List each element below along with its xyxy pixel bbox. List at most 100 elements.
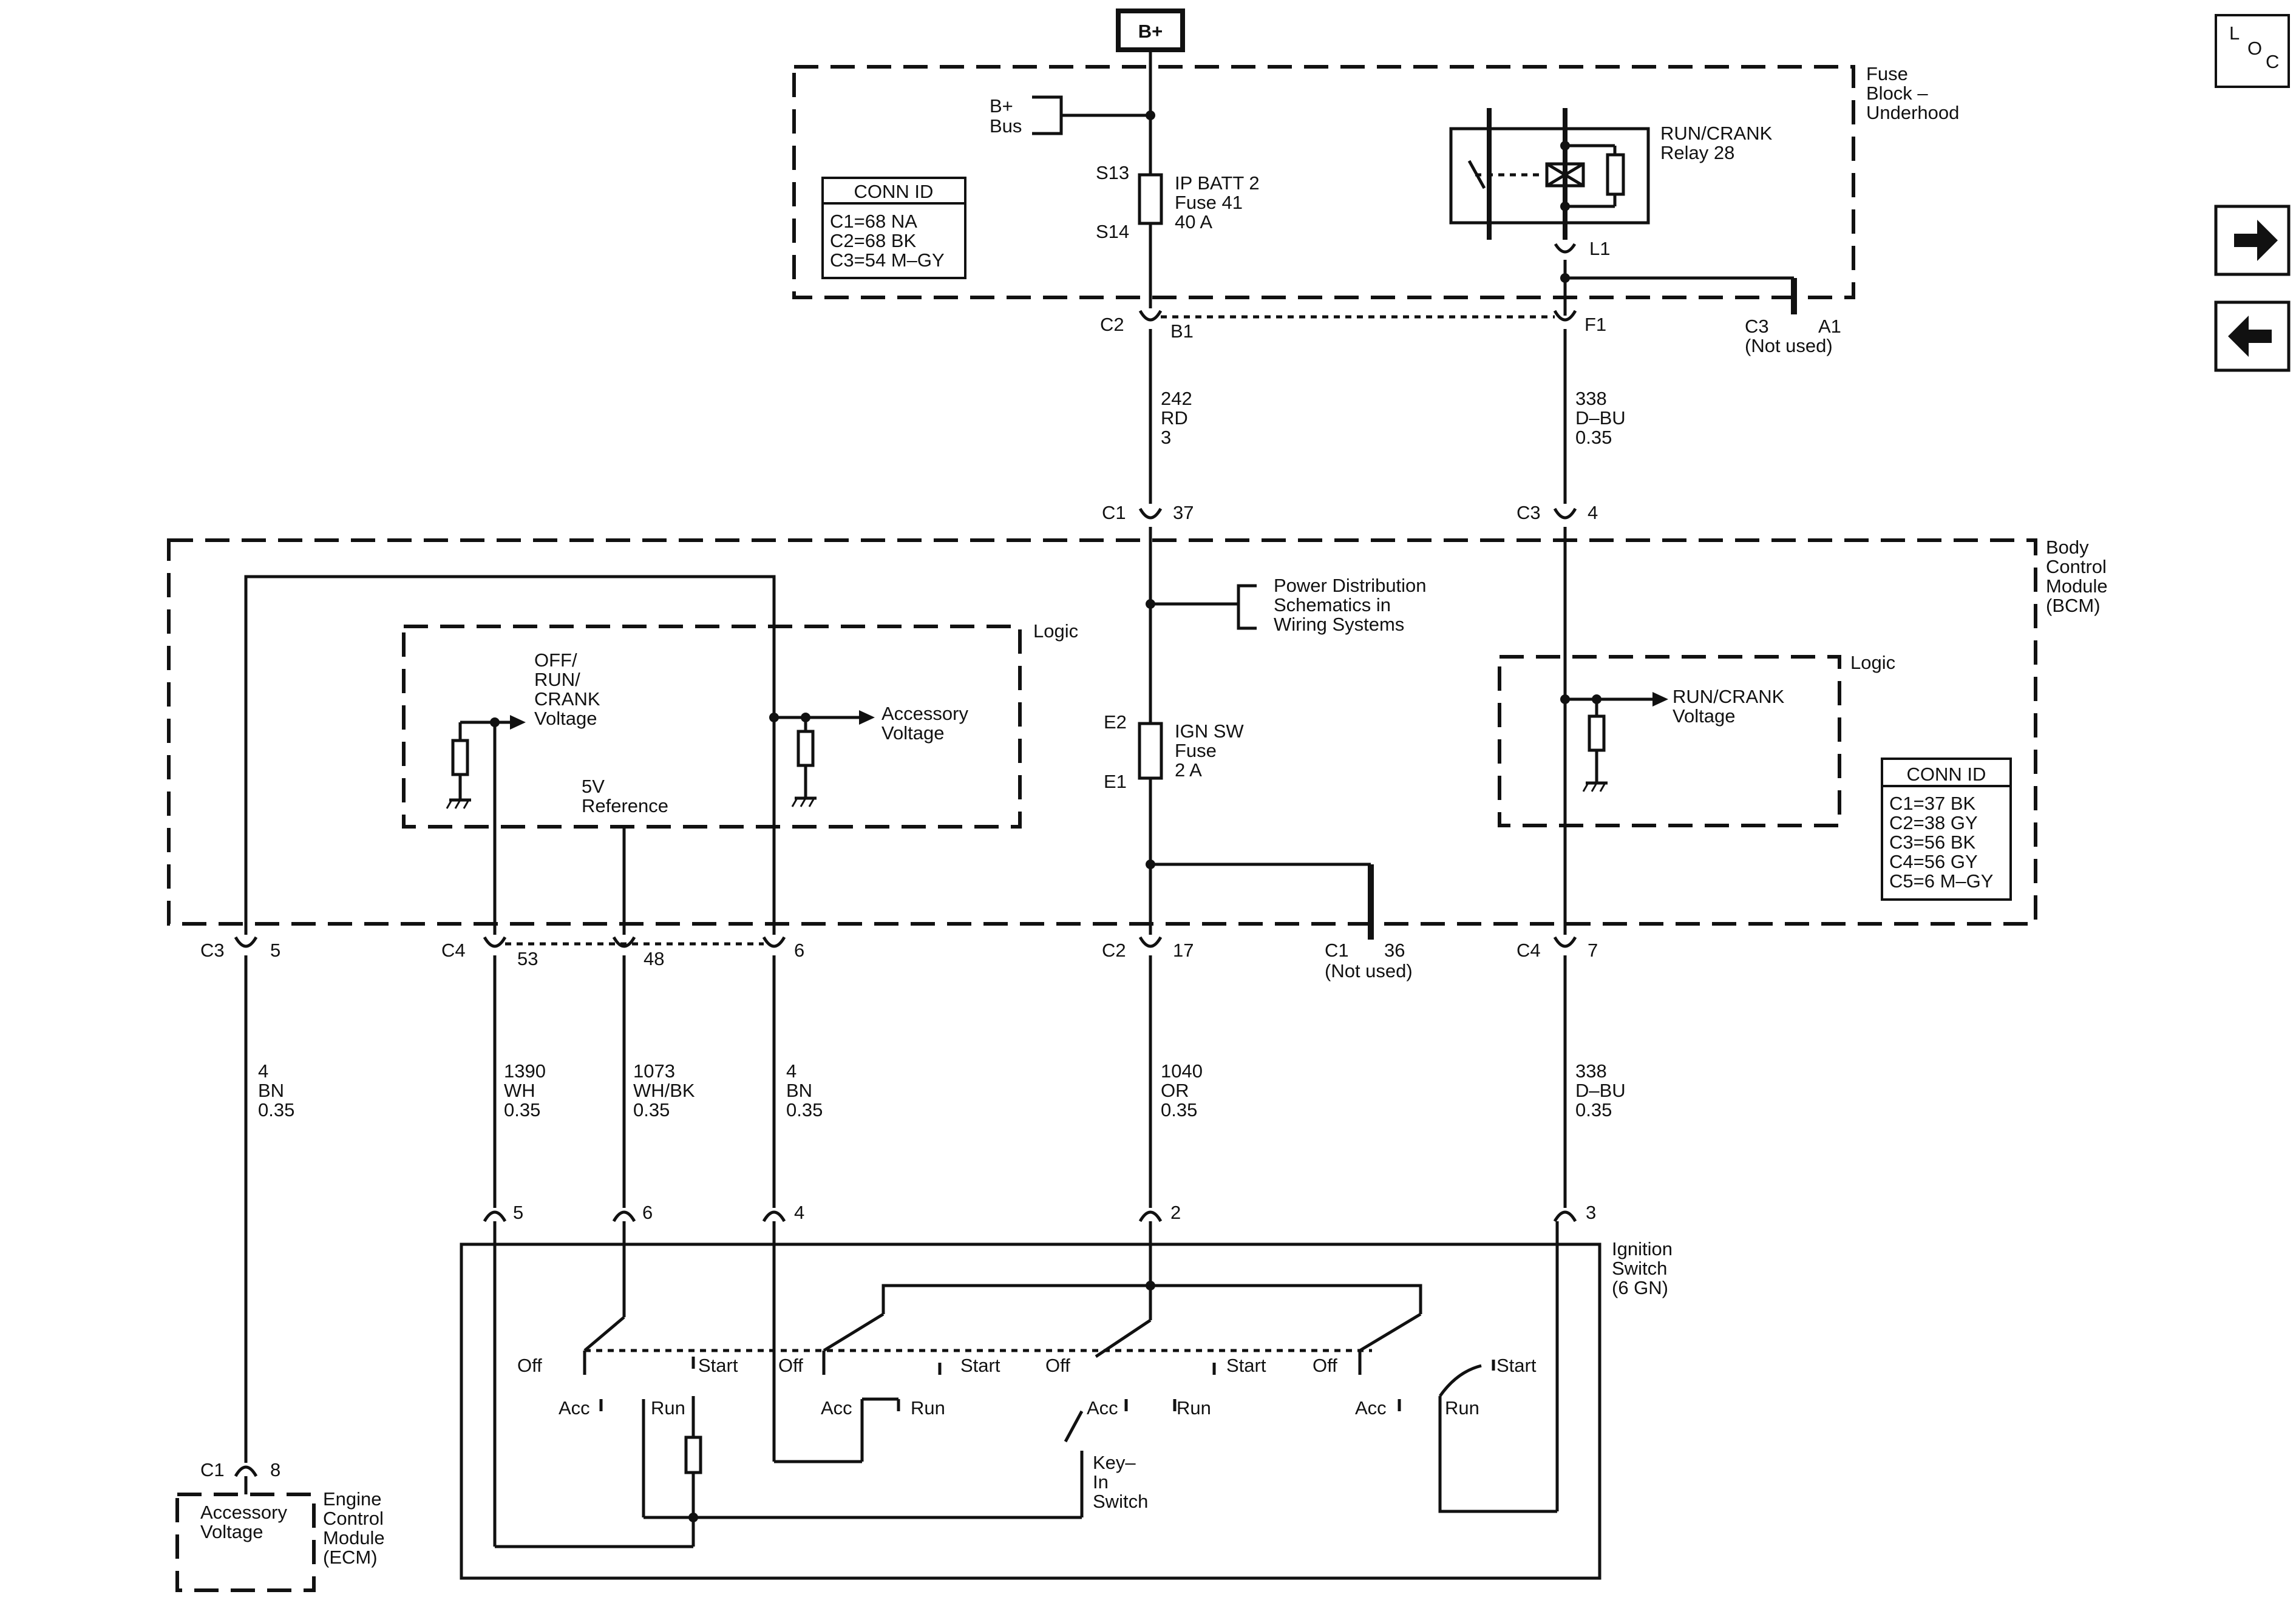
conn-id-line: C5=6 M–GY [1889, 870, 1993, 892]
position-off: Off [517, 1355, 542, 1376]
ignition-title: (6 GN) [1612, 1277, 1668, 1298]
position-acc: Acc [821, 1397, 852, 1419]
position-run: Run [911, 1397, 945, 1419]
conn-id-line: C2=68 BK [830, 230, 917, 251]
connector-label: C1 [1325, 940, 1349, 961]
conn-id-line: C3=54 M–GY [830, 249, 945, 271]
pin-label: F1 [1584, 314, 1606, 335]
connector-label: C2 [1102, 940, 1126, 961]
bcm-conn-id: CONN ID C1=37 BK C2=38 GY C3=56 BK C4=56… [1881, 758, 2012, 901]
wire-color: D–BU [1575, 407, 1626, 429]
ecm-title: Control [323, 1508, 384, 1529]
fuse-label: Fuse [1175, 740, 1217, 761]
relay-label: RUN/CRANK [1660, 123, 1773, 144]
ecm-box-text: Accessory [200, 1502, 287, 1523]
fuse-block-title-3: Underhood [1866, 102, 1959, 123]
wire-circuit: 4 [258, 1060, 268, 1082]
position-acc: Acc [559, 1397, 590, 1419]
connector-label: C4 [1517, 940, 1541, 961]
conn-id-line: C3=56 BK [1889, 832, 1976, 853]
wire-color: WH/BK [633, 1080, 695, 1101]
connector-label: C1 [1102, 502, 1126, 523]
pin-label: 48 [644, 948, 664, 969]
wire-circuit: 338 [1575, 1060, 1607, 1082]
wire-gauge: 0.35 [1161, 1099, 1197, 1120]
key-in-label: Key– [1093, 1452, 1136, 1473]
pin-label: 3 [1586, 1202, 1596, 1223]
pin-label: 5 [270, 940, 280, 961]
fuse-pin-label: S14 [1096, 221, 1129, 242]
pin-label: A1 [1818, 316, 1841, 337]
power-dist-ref: Schematics in [1274, 594, 1391, 615]
wire-color: RD [1161, 407, 1188, 429]
wire-color: OR [1161, 1080, 1189, 1101]
fuse-pin-label: S13 [1096, 162, 1129, 183]
position-run: Run [1177, 1397, 1211, 1419]
logic-text: Voltage [534, 708, 597, 729]
position-acc: Acc [1355, 1397, 1387, 1419]
fuse-label: Fuse 41 [1175, 192, 1243, 213]
wire-circuit: 1040 [1161, 1060, 1203, 1082]
fuse-block-conn-id: CONN ID C1=68 NA C2=68 BK C3=54 M–GY [821, 177, 966, 279]
fuse-pin-label: E1 [1104, 771, 1127, 792]
connector-label: C3 [200, 940, 225, 961]
run-crank-relay: RUN/CRANK Relay 28 [1449, 108, 1773, 240]
body-control-module: Body Control Module (BCM) C1 37 C3 4 Pow… [167, 502, 2108, 940]
ignition-switch: Ignition Switch (6 GN) 5 6 4 2 3 Off [460, 1202, 1673, 1580]
pin-label: 53 [517, 948, 538, 969]
pin-label: 6 [794, 940, 804, 961]
relay-label: Relay 28 [1660, 142, 1734, 163]
ignition-title: Switch [1612, 1258, 1667, 1279]
position-start: Start [1226, 1355, 1266, 1376]
position-off: Off [1045, 1355, 1070, 1376]
bcm-logic-right: Logic RUN/CRANK Voltage [1498, 652, 1895, 827]
logic-text: Voltage [1673, 705, 1735, 727]
power-dist-ref: Power Distribution [1274, 575, 1427, 596]
loc-button[interactable]: L O C [2215, 14, 2290, 88]
fuse-block-title-2: Block – [1866, 83, 1928, 104]
bus-label: Bus [990, 115, 1022, 137]
wire-circuit: 1073 [633, 1060, 675, 1082]
bus-label: B+ [990, 95, 1013, 117]
conn-id-title: CONN ID [854, 181, 934, 202]
wire-circuit: 242 [1161, 388, 1192, 409]
pin-label: 4 [794, 1202, 804, 1223]
wire-gauge: 0.35 [258, 1099, 294, 1120]
forward-arrow-icon[interactable] [2214, 205, 2291, 276]
fuse-label: 2 A [1175, 759, 1202, 781]
battery-supply: B+ [1116, 8, 1185, 52]
connector-label: C4 [441, 940, 466, 961]
position-off: Off [778, 1355, 803, 1376]
position-run: Run [651, 1397, 685, 1419]
fuse-block-underhood: Fuse Block – Underhood CONN ID C1=68 NA … [792, 63, 1959, 356]
logic-label: Logic [1033, 620, 1078, 642]
bcm-title: (BCM) [2046, 595, 2101, 616]
wire-gauge: 0.35 [1575, 1099, 1612, 1120]
fuse-label: 40 A [1175, 211, 1212, 232]
pin-label: 36 [1384, 940, 1405, 961]
wire-gauge: 0.35 [786, 1099, 823, 1120]
loc-l: L [2229, 22, 2240, 44]
ip-batt-fuse: S13 S14 IP BATT 2 Fuse 41 40 A [1096, 162, 1260, 242]
conn-id-title: CONN ID [1907, 764, 1986, 785]
connector-label: C3 [1745, 316, 1769, 337]
conn-id-line: C1=68 NA [830, 211, 917, 232]
wire-gauge: 0.35 [504, 1099, 540, 1120]
ecm-title: (ECM) [323, 1547, 378, 1568]
position-acc: Acc [1087, 1397, 1118, 1419]
position-start: Start [698, 1355, 738, 1376]
fuse-block-title-1: Fuse [1866, 63, 1908, 84]
wire-color: BN [786, 1080, 812, 1101]
ecm-title: Module [323, 1527, 385, 1548]
connector-label: C2 [1100, 314, 1124, 335]
wire-color: BN [258, 1080, 284, 1101]
bcm-bottom-connectors: C3 5 C4 53 48 6 C2 17 C1 36 (Not used) C… [200, 936, 1598, 981]
logic-text: OFF/ [534, 649, 577, 671]
ecm-title: Engine [323, 1488, 382, 1510]
back-arrow-icon[interactable] [2214, 300, 2291, 372]
wire-color: WH [504, 1080, 535, 1101]
logic-text: 5V [582, 776, 605, 797]
logic-text: CRANK [534, 688, 600, 710]
logic-text: Accessory [881, 703, 968, 724]
